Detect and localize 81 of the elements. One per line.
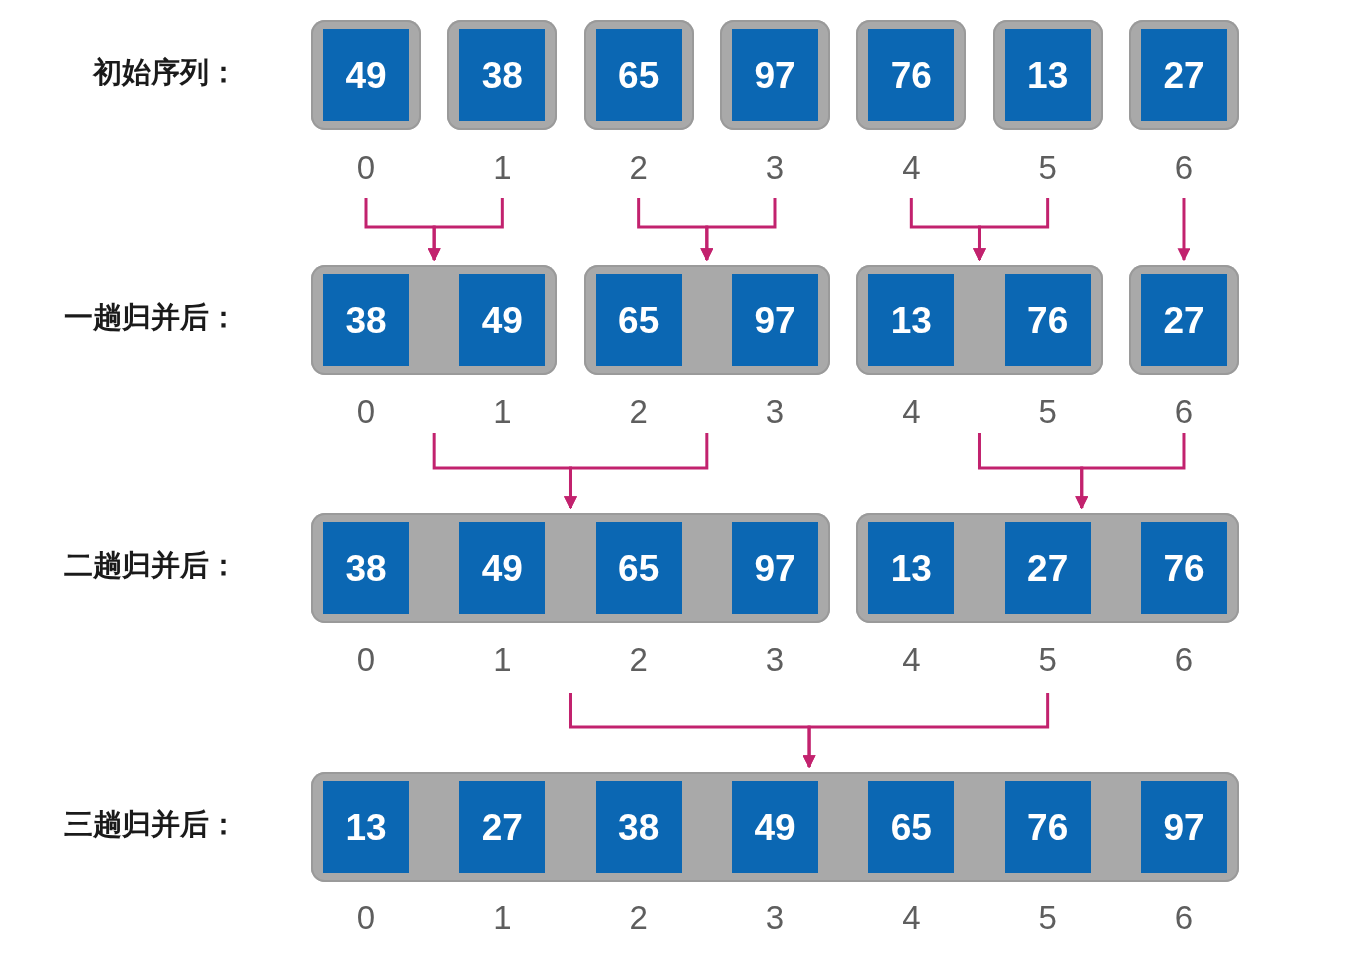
index-number: 1	[492, 150, 513, 187]
index-number: 6	[1173, 394, 1195, 431]
number-tile: 13	[868, 522, 955, 614]
number-tile: 65	[868, 781, 955, 873]
number-tile: 13	[868, 274, 955, 366]
index-number: 3	[764, 394, 786, 431]
index-number: 3	[764, 642, 786, 679]
index-number: 6	[1173, 150, 1195, 187]
index-number: 2	[628, 642, 649, 679]
number-tile: 97	[732, 29, 818, 121]
index-number: 0	[355, 900, 377, 937]
subarray-panel	[311, 20, 421, 130]
number-tile: 27	[459, 781, 546, 873]
index-number: 5	[1037, 150, 1058, 187]
number-tile: 97	[732, 274, 818, 366]
index-number: 2	[628, 394, 649, 431]
merge-arrow	[1177, 198, 1191, 262]
subarray-panel	[311, 265, 558, 375]
merge-arrow	[564, 433, 709, 510]
subarray-panel	[856, 20, 967, 130]
merge-arrow	[1075, 433, 1186, 510]
row-label: 一趟归并后：	[63, 302, 238, 334]
number-tile: 38	[459, 29, 546, 121]
merge-arrow	[700, 198, 777, 262]
index-number: 2	[628, 900, 649, 937]
number-tile: 38	[323, 522, 409, 614]
subarray-panel	[1128, 265, 1239, 375]
number-tile: 97	[1140, 781, 1227, 873]
subarray-panel	[720, 20, 830, 130]
number-tile: 13	[323, 781, 409, 873]
index-number: 5	[1037, 642, 1058, 679]
subarray-panel	[311, 772, 1239, 882]
number-tile: 65	[595, 274, 682, 366]
index-number: 2	[628, 150, 649, 187]
number-tile: 38	[595, 781, 682, 873]
index-number: 0	[355, 394, 377, 431]
number-tile: 49	[459, 522, 546, 614]
subarray-panel	[856, 265, 1103, 375]
number-tile: 13	[1004, 29, 1091, 121]
index-number: 3	[764, 900, 786, 937]
number-tile: 65	[595, 29, 682, 121]
number-tile: 76	[868, 29, 955, 121]
number-tile: 97	[732, 522, 818, 614]
index-number: 6	[1173, 642, 1195, 679]
subarray-panel	[311, 513, 830, 623]
row-label: 二趟归并后：	[63, 550, 238, 582]
merge-arrow	[802, 693, 1050, 769]
index-number: 1	[492, 394, 513, 431]
subarray-panel	[856, 513, 1239, 623]
number-tile: 49	[323, 29, 409, 121]
index-number: 5	[1037, 394, 1058, 431]
number-tile: 38	[323, 274, 409, 366]
index-number: 1	[492, 642, 513, 679]
merge-arrow	[427, 198, 504, 262]
index-number: 4	[901, 394, 922, 431]
number-tile: 27	[1004, 522, 1091, 614]
number-tile: 27	[1140, 274, 1227, 366]
subarray-panel	[447, 20, 558, 130]
subarray-panel	[583, 20, 694, 130]
index-number: 0	[355, 150, 377, 187]
merge-arrow	[973, 198, 1050, 262]
row-label: 三趟归并后：	[63, 809, 238, 841]
number-tile: 65	[595, 522, 682, 614]
number-tile: 49	[459, 274, 546, 366]
subarray-panel	[1128, 20, 1239, 130]
row-label: 初始序列：	[91, 57, 238, 89]
index-number: 0	[355, 642, 377, 679]
subarray-panel	[992, 20, 1103, 130]
index-number: 4	[901, 642, 922, 679]
subarray-panel	[583, 265, 830, 375]
index-number: 5	[1037, 900, 1058, 937]
index-number: 1	[492, 900, 513, 937]
index-number: 4	[901, 900, 922, 937]
number-tile: 76	[1004, 781, 1091, 873]
number-tile: 27	[1140, 29, 1227, 121]
number-tile: 76	[1140, 522, 1227, 614]
number-tile: 76	[1004, 274, 1091, 366]
index-number: 3	[764, 150, 786, 187]
index-number: 4	[901, 150, 922, 187]
number-tile: 49	[732, 781, 818, 873]
index-number: 6	[1173, 900, 1195, 937]
